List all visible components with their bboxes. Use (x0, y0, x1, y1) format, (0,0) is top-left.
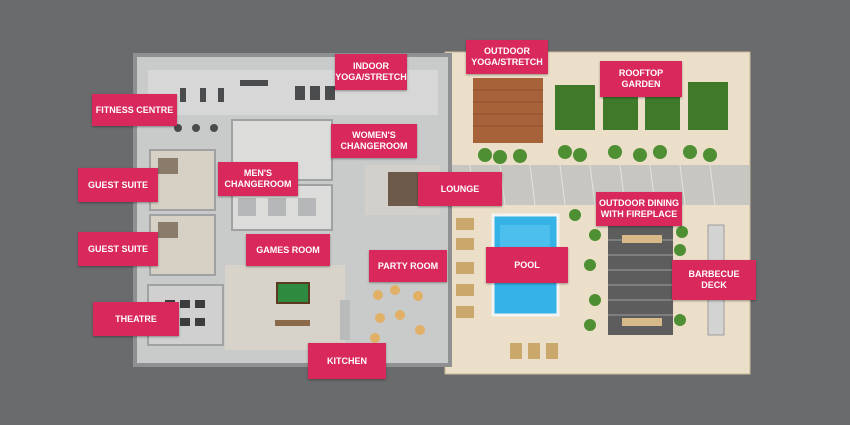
label-mens-changeroom[interactable]: MEN'S CHANGEROOM (218, 162, 298, 196)
label-outdoor-dining[interactable]: OUTDOOR DINING WITH FIREPLACE (596, 192, 682, 226)
label-kitchen[interactable]: KITCHEN (308, 343, 386, 379)
label-pool[interactable]: POOL (486, 247, 568, 283)
label-games-room[interactable]: GAMES ROOM (246, 234, 330, 266)
label-outdoor-yoga[interactable]: OUTDOOR YOGA/STRETCH (466, 40, 548, 74)
label-fitness-centre[interactable]: FITNESS CENTRE (92, 94, 177, 126)
yoga-deck (473, 78, 543, 143)
label-guest-suite-1[interactable]: GUEST SUITE (78, 168, 158, 202)
label-theatre[interactable]: THEATRE (93, 302, 179, 336)
pool-table (276, 282, 310, 304)
label-rooftop-garden[interactable]: ROOFTOP GARDEN (600, 61, 682, 97)
label-barbecue-deck[interactable]: BARBECUE DECK (672, 260, 756, 300)
label-guest-suite-2[interactable]: GUEST SUITE (78, 232, 158, 266)
label-indoor-yoga[interactable]: INDOOR YOGA/STRETCH (335, 54, 407, 90)
label-womens-changeroom[interactable]: WOMEN'S CHANGEROOM (331, 124, 417, 158)
label-party-room[interactable]: PARTY ROOM (369, 250, 447, 282)
label-lounge[interactable]: LOUNGE (418, 172, 502, 206)
